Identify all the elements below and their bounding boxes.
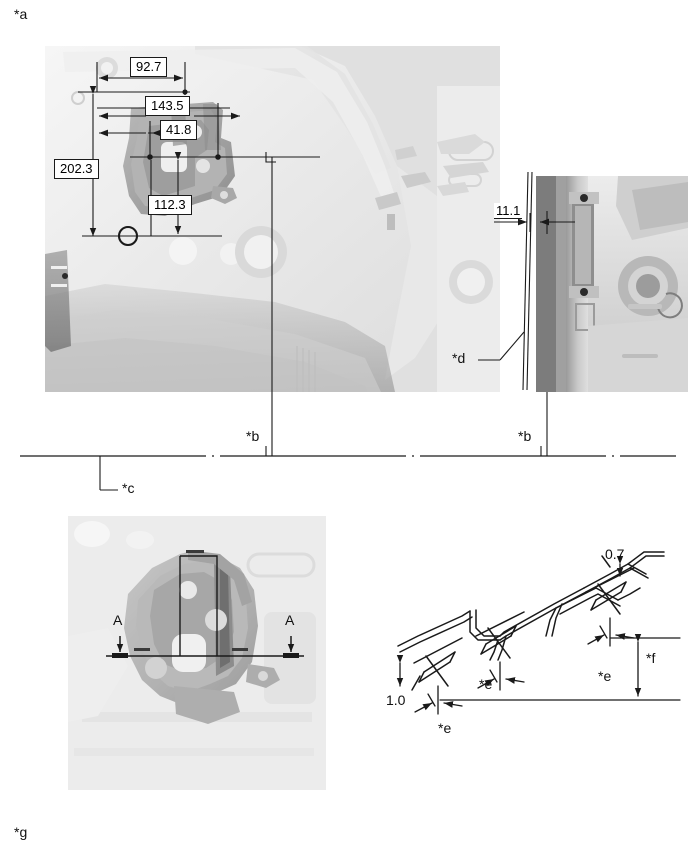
bracket-top-view-artwork: [68, 516, 326, 790]
dimension-202-3: 202.3: [54, 159, 99, 179]
callout-label-e-middle: *e: [479, 676, 493, 692]
side-detail-photo: [536, 176, 688, 392]
callout-label-f: *f: [646, 650, 656, 666]
callout-label-a: *a: [14, 6, 28, 22]
dimension-41-8: 41.8: [160, 120, 198, 140]
dimension-0-7: 0.7: [605, 546, 625, 562]
section-mark-a-right: A: [285, 612, 295, 628]
dimension-112-3: 112.3: [148, 195, 192, 215]
callout-label-b-right: *b: [518, 428, 532, 444]
bracket-top-view-photo: [68, 516, 326, 790]
section-mark-a-left: A: [113, 612, 123, 628]
callout-label-e-left: *e: [438, 720, 452, 736]
callout-label-b-left: *b: [246, 428, 260, 444]
callout-label-g: *g: [14, 824, 28, 840]
dimension-1-0: 1.0: [386, 692, 406, 708]
callout-label-e-right: *e: [598, 668, 612, 684]
dimension-92-7: 92.7: [130, 57, 168, 77]
dimension-143-5: 143.5: [145, 96, 190, 116]
dimension-11-1-label: 11.1: [494, 203, 523, 219]
side-detail-artwork: [536, 176, 688, 392]
dimension-11-1: 11.1: [494, 203, 523, 219]
callout-label-c: *c: [122, 480, 135, 496]
callout-label-d: *d: [452, 350, 466, 366]
